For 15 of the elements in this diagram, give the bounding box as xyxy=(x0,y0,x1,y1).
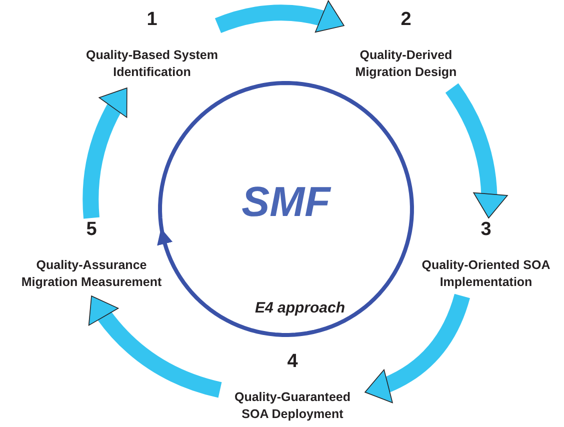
step-number: 2 xyxy=(400,8,412,32)
step-number: 5 xyxy=(85,218,98,242)
step-number: 3 xyxy=(480,218,492,242)
block-arrow xyxy=(215,0,347,34)
step-number: 4 xyxy=(286,350,299,374)
step-title: Quality-Oriented SOA Implementation xyxy=(420,257,552,291)
block-arrow xyxy=(362,294,470,402)
step-number: 1 xyxy=(146,8,158,32)
step-title: Quality-Guaranteed SOA Deployment xyxy=(234,389,352,423)
block-arrow xyxy=(445,83,508,218)
center-title: SMF xyxy=(242,178,330,226)
step-title: Quality-Based System Identification xyxy=(86,47,218,81)
approach-label: E4 approach xyxy=(254,300,346,316)
step-title: Quality-Derived Migration Design xyxy=(354,47,458,81)
step-title: Quality-Assurance Migration Measurement xyxy=(20,257,163,291)
